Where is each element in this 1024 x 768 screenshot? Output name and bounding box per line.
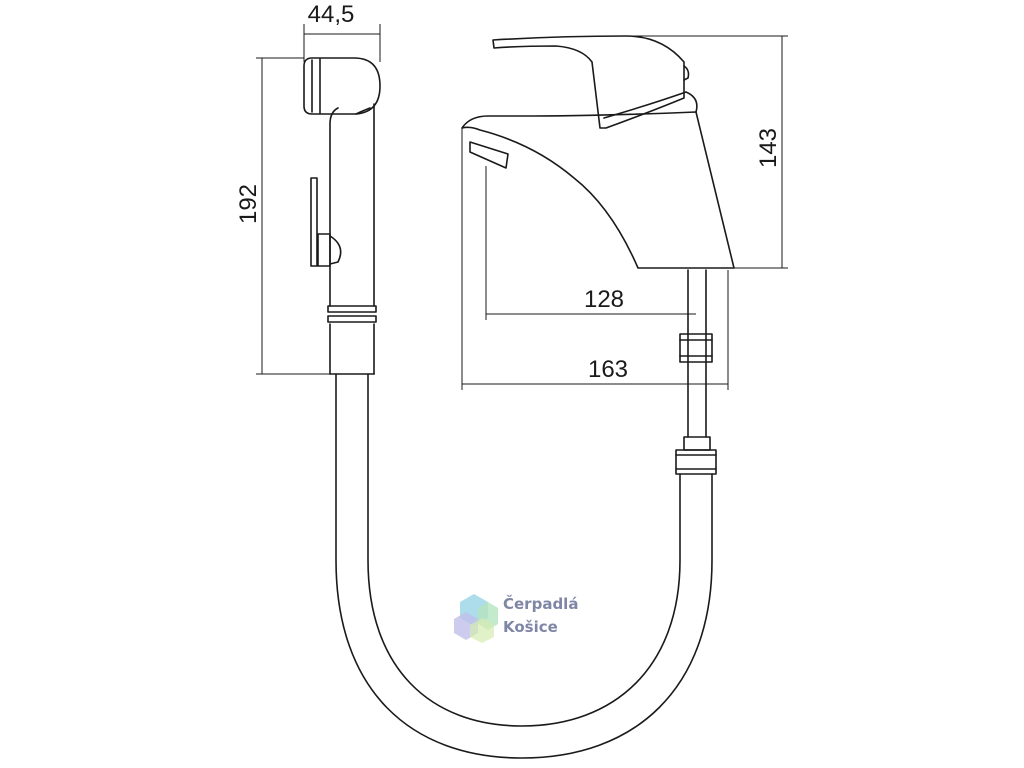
faucet (461, 35, 735, 269)
hand-shower (303, 57, 381, 375)
watermark-line1: Čerpadlá (503, 594, 578, 613)
dimension-lines (256, 24, 788, 390)
dimension-handle-height: 192 (235, 184, 262, 224)
dimension-spout-reach: 128 (584, 286, 624, 313)
dimension-base-reach: 163 (588, 356, 628, 383)
watermark-logo (454, 594, 498, 643)
dimension-faucet-height: 143 (755, 128, 782, 168)
dimension-handle-width: 44,5 (308, 1, 355, 28)
hose (335, 269, 717, 759)
watermark-line2: Košice (503, 618, 558, 636)
